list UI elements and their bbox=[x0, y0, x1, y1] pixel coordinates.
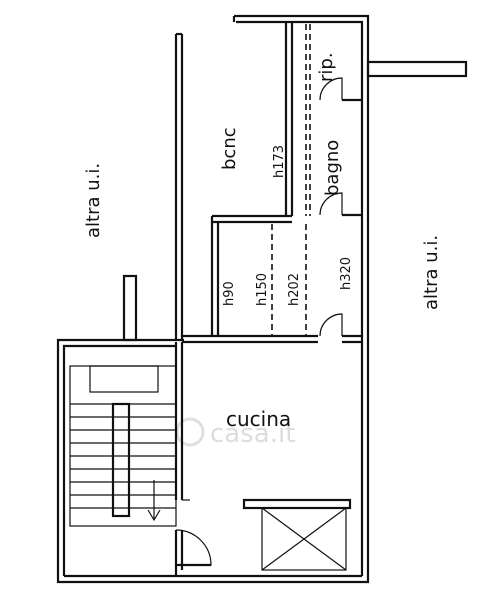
height-h90: h90 bbox=[222, 281, 237, 306]
height-h202: h202 bbox=[287, 273, 302, 306]
label-altra-right: altra u.i. bbox=[421, 235, 442, 310]
label-cucina: cucina bbox=[226, 407, 291, 431]
external-walls bbox=[122, 60, 468, 342]
label-altra-left: altra u.i. bbox=[83, 163, 104, 238]
label-bcnc: bcnc bbox=[219, 127, 240, 170]
watermark-text: casa.it bbox=[210, 419, 295, 449]
label-rip: rip. bbox=[316, 52, 337, 82]
label-bagno: bagno bbox=[322, 140, 343, 196]
height-h320: h320 bbox=[339, 257, 354, 290]
doors bbox=[174, 77, 343, 576]
watermark: casa.it bbox=[175, 417, 295, 449]
height-h150: h150 bbox=[255, 273, 270, 306]
staircase bbox=[69, 365, 177, 527]
kitchen-unit bbox=[182, 498, 352, 571]
exterior-walls bbox=[56, 14, 370, 584]
height-h173: h173 bbox=[272, 145, 287, 178]
